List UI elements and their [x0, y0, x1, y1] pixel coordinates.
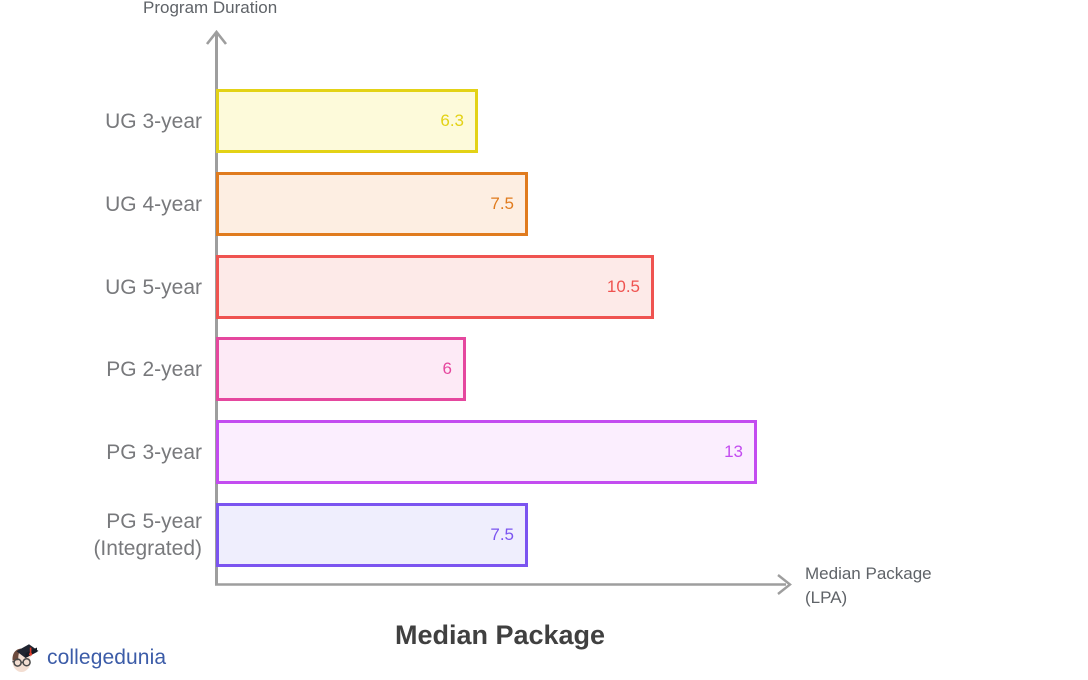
- bar-pg-5-year-integrated[interactable]: 7.5: [216, 503, 528, 567]
- bar-ug-5-year[interactable]: 10.5: [216, 255, 654, 319]
- bar-row: PG 5-year (Integrated) 7.5: [0, 503, 1088, 567]
- collegedunia-wordmark: collegedunia: [47, 646, 167, 669]
- bar-value-label: 6.3: [440, 111, 464, 130]
- category-label-line: (Integrated): [93, 537, 202, 560]
- x-axis-title-line: Median Package: [805, 564, 932, 583]
- bar-row: UG 3-year 6.3: [0, 89, 1088, 153]
- bar-ug-4-year[interactable]: 7.5: [216, 172, 528, 236]
- category-label-pg-3-year: PG 3-year: [0, 420, 202, 484]
- y-axis-title: Program Duration: [143, 0, 278, 17]
- bar-row: PG 3-year 13: [0, 420, 1088, 484]
- watermark: collegedunia: [6, 641, 166, 675]
- category-label-pg-2-year: PG 2-year: [0, 337, 202, 401]
- bar-ug-3-year[interactable]: 6.3: [216, 89, 478, 153]
- bar-row: PG 2-year 6: [0, 337, 1088, 401]
- category-label-line: PG 2-year: [106, 357, 202, 381]
- category-label-line: PG 3-year: [106, 440, 202, 464]
- bar-row: UG 4-year 7.5: [0, 172, 1088, 236]
- x-axis-title-line: (LPA): [805, 588, 848, 607]
- bar-value-label: 7.5: [490, 525, 514, 544]
- bar-value-label: 6: [442, 359, 452, 378]
- category-label-line: UG 4-year: [105, 192, 202, 216]
- bar-value-label: 13: [724, 442, 743, 461]
- bar-row: UG 5-year 10.5: [0, 255, 1088, 319]
- category-label-line: PG 5-year: [106, 510, 202, 533]
- collegedunia-logo-icon: [12, 644, 39, 672]
- category-label-ug-4-year: UG 4-year: [0, 172, 202, 236]
- bar-pg-3-year[interactable]: 13: [216, 420, 757, 484]
- category-label-line: UG 5-year: [105, 275, 202, 299]
- bar-value-label: 7.5: [490, 194, 514, 213]
- category-label-ug-3-year: UG 3-year: [0, 89, 202, 153]
- category-label-line: UG 3-year: [105, 109, 202, 133]
- chart-title: Median Package: [394, 620, 606, 650]
- plot-area: UG 3-year 6.3 UG 4-year 7.5 UG 5-year 10…: [0, 83, 1088, 583]
- x-axis-title: Median Package (LPA): [805, 562, 932, 610]
- bar-value-label: 10.5: [606, 277, 640, 296]
- category-label-ug-5-year: UG 5-year: [0, 255, 202, 319]
- category-label-pg-5-year-integrated: PG 5-year (Integrated): [0, 503, 202, 567]
- bar-pg-2-year[interactable]: 6: [216, 337, 466, 401]
